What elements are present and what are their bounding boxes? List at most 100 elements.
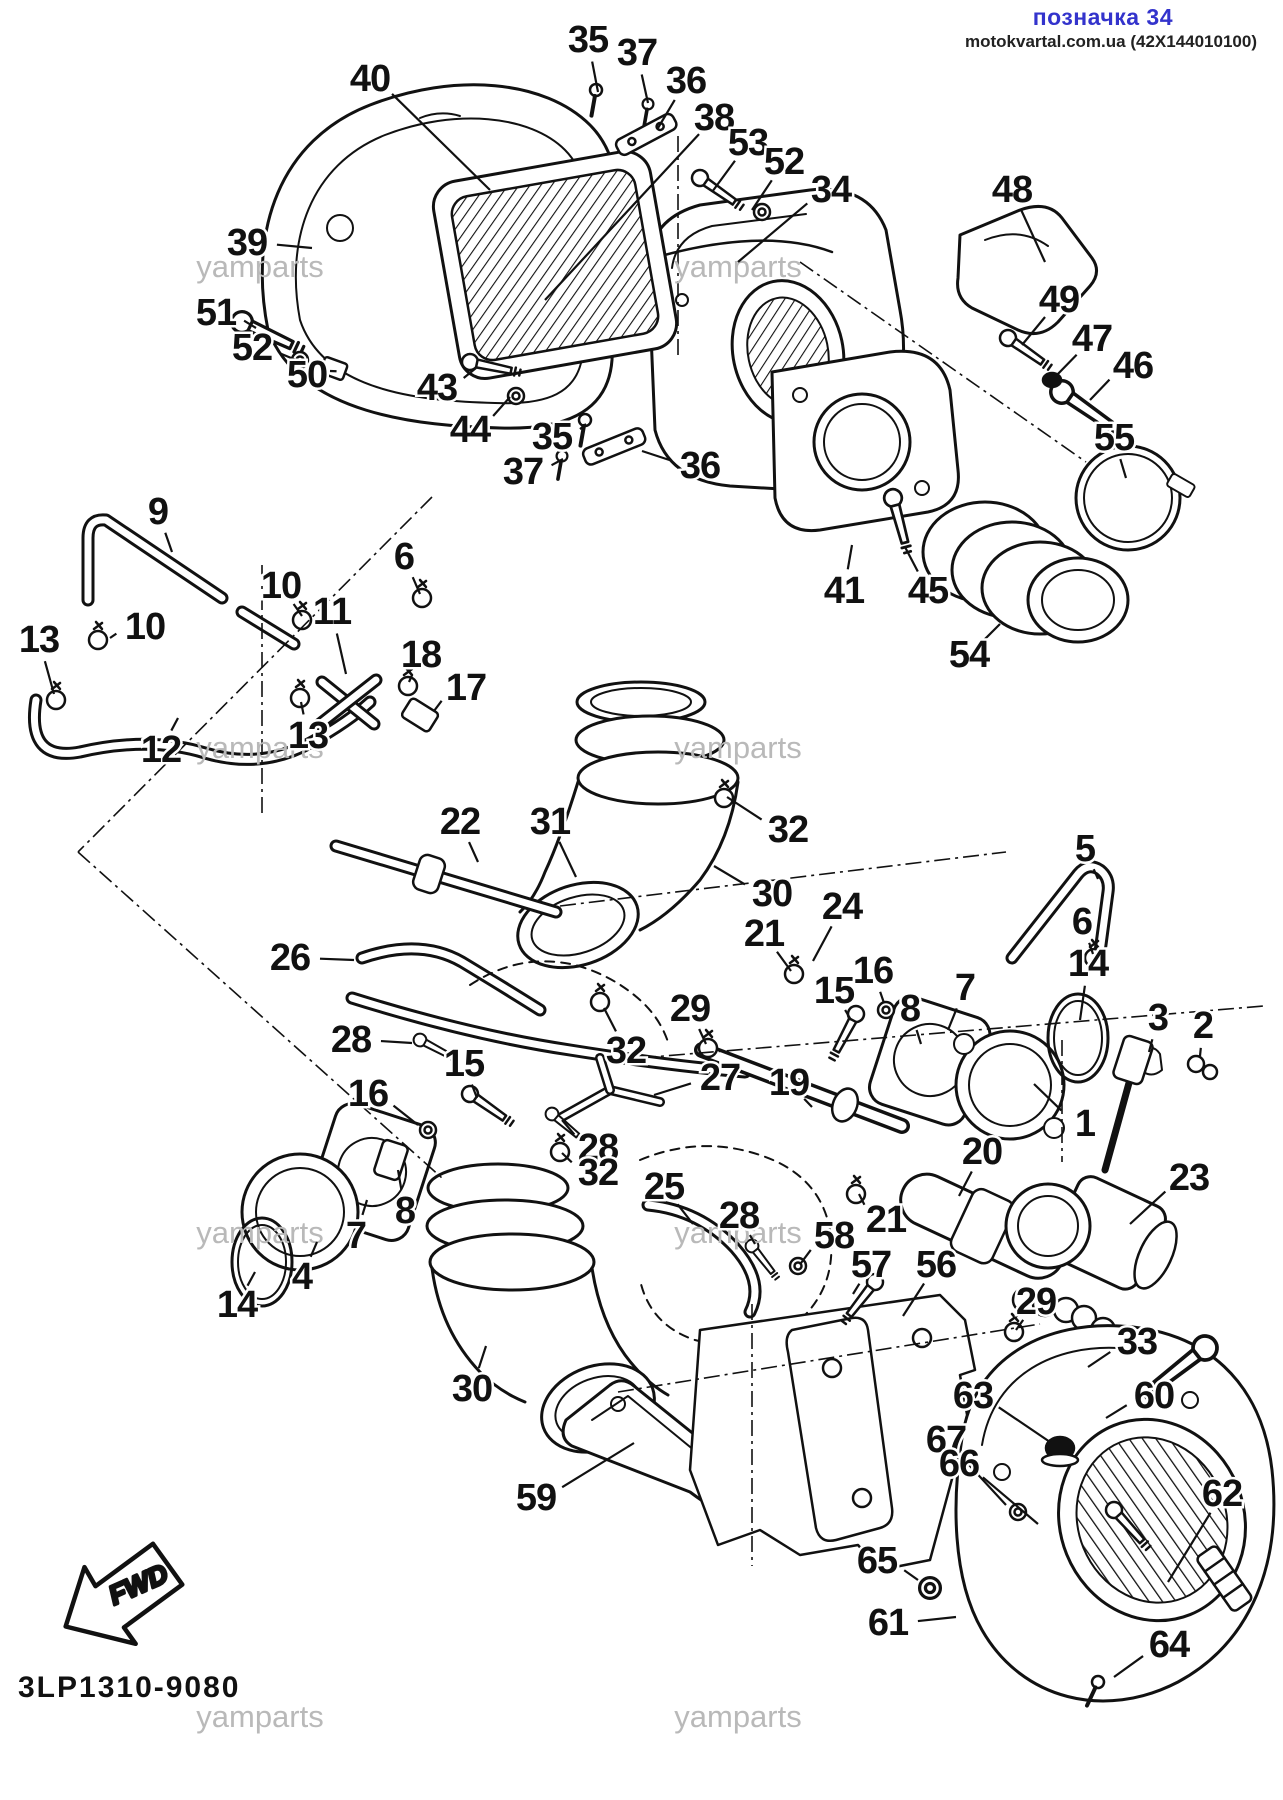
backing-plates bbox=[688, 1293, 977, 1572]
leader-line-6 bbox=[1088, 942, 1095, 955]
leader-line-8 bbox=[915, 1029, 923, 1045]
leader-line-32 bbox=[726, 796, 763, 821]
strip-36b bbox=[581, 427, 647, 466]
part-callout-41: 41 bbox=[824, 570, 865, 612]
leader-line-46 bbox=[1089, 378, 1111, 401]
chain-line bbox=[559, 851, 1007, 907]
leader-line-29 bbox=[1015, 1319, 1025, 1331]
leader-line-33 bbox=[1087, 1351, 1111, 1368]
leader-line-56 bbox=[902, 1282, 925, 1317]
leader-line-24 bbox=[812, 925, 833, 962]
clamp-21a bbox=[783, 954, 805, 985]
part-callout-40: 40 bbox=[350, 58, 390, 100]
leader-line-60 bbox=[1105, 1404, 1128, 1419]
part-callout-32: 32 bbox=[578, 1152, 618, 1194]
leader-line-51 bbox=[243, 319, 257, 329]
part-callout-9: 9 bbox=[148, 491, 168, 533]
carb-joint-left bbox=[230, 1152, 360, 1308]
joint-pipe-19 bbox=[694, 1042, 910, 1134]
chain-line bbox=[617, 1323, 1041, 1393]
part-callout-58: 58 bbox=[814, 1215, 854, 1257]
part-callout-12: 12 bbox=[141, 729, 181, 771]
leader-line-26 bbox=[319, 957, 355, 962]
part-callout-33: 33 bbox=[1117, 1321, 1157, 1363]
part-callout-10: 10 bbox=[261, 565, 301, 607]
leader-line-10 bbox=[109, 632, 118, 639]
leader-line-34 bbox=[737, 202, 808, 263]
part-callout-29: 29 bbox=[1016, 1281, 1056, 1323]
leader-line-20 bbox=[958, 1170, 973, 1197]
nut-44 bbox=[506, 386, 526, 406]
leader-line-65 bbox=[903, 1569, 919, 1581]
leader-line-2 bbox=[1198, 1047, 1202, 1057]
leader-line-52 bbox=[751, 179, 773, 211]
part-callout-61: 61 bbox=[868, 1602, 909, 1644]
leader-line-35 bbox=[579, 423, 587, 430]
leader-line-5 bbox=[1092, 868, 1100, 880]
part-callout-63: 63 bbox=[953, 1375, 993, 1417]
chain-line bbox=[639, 1005, 1265, 1059]
leader-line-30 bbox=[477, 1345, 488, 1369]
part-callout-67: 67 bbox=[926, 1419, 966, 1461]
part-callout-13: 13 bbox=[288, 715, 328, 757]
leader-line-44 bbox=[492, 396, 511, 417]
leader-line-11 bbox=[335, 633, 348, 675]
watermark-text: yamparts bbox=[674, 249, 801, 284]
clamp-13b bbox=[289, 678, 311, 709]
part-callout-23: 23 bbox=[1169, 1157, 1209, 1199]
watermark-text: yamparts bbox=[196, 730, 323, 765]
watermark-text: yamparts bbox=[674, 1699, 801, 1734]
leader-line-19 bbox=[803, 1098, 813, 1108]
part-callout-6: 6 bbox=[394, 536, 414, 578]
leader-line-28 bbox=[380, 1039, 413, 1045]
part-callout-36: 36 bbox=[666, 60, 706, 102]
part-callout-5: 5 bbox=[1075, 828, 1096, 870]
leader-line-8 bbox=[396, 1169, 403, 1190]
part-callout-14: 14 bbox=[1068, 943, 1109, 985]
part-callout-2: 2 bbox=[1193, 1005, 1213, 1047]
intake-boot bbox=[921, 500, 1130, 644]
leader-line-21 bbox=[776, 951, 792, 972]
leader-line-6 bbox=[411, 576, 422, 595]
leader-line-4 bbox=[309, 1241, 319, 1258]
part-callout-50: 50 bbox=[287, 354, 327, 396]
leader-line-45 bbox=[904, 546, 919, 573]
leader-line-35 bbox=[591, 61, 600, 93]
leader-line-32 bbox=[561, 1152, 573, 1164]
part-callout-11: 11 bbox=[313, 591, 352, 633]
leader-line-39 bbox=[276, 243, 313, 250]
leader-line-16 bbox=[392, 1104, 419, 1126]
leader-line-28 bbox=[561, 1119, 576, 1136]
spacer-50 bbox=[319, 355, 349, 381]
nut-16b bbox=[418, 1120, 438, 1140]
part-callout-62: 62 bbox=[1202, 1473, 1242, 1515]
leader-line-59 bbox=[561, 1442, 635, 1489]
cap-nut-63-flange bbox=[1040, 1452, 1080, 1468]
part-callout-21: 21 bbox=[744, 913, 785, 955]
leader-line-37 bbox=[551, 458, 564, 467]
part-callout-13: 13 bbox=[19, 619, 59, 661]
leader-line-30 bbox=[713, 865, 746, 886]
part-callout-60: 60 bbox=[1134, 1375, 1174, 1417]
watermark-text: yamparts bbox=[196, 249, 323, 284]
part-callout-15: 15 bbox=[814, 970, 855, 1012]
breather-hoses bbox=[27, 513, 440, 766]
part-callout-35: 35 bbox=[532, 416, 573, 458]
part-callout-32: 32 bbox=[606, 1030, 646, 1072]
part-callout-16: 16 bbox=[348, 1073, 388, 1115]
leader-line-7 bbox=[361, 1199, 369, 1216]
part-callout-48: 48 bbox=[992, 169, 1032, 211]
leader-line-54 bbox=[983, 623, 1001, 641]
carb-joint-right bbox=[953, 992, 1219, 1141]
vent-hoses bbox=[345, 860, 1115, 1319]
leader-line-49 bbox=[1021, 316, 1046, 346]
part-callout-3: 3 bbox=[1148, 997, 1168, 1039]
leader-line-16 bbox=[879, 991, 886, 1004]
part-callout-52: 52 bbox=[232, 327, 272, 369]
part-callout-55: 55 bbox=[1094, 417, 1135, 459]
page-mark-label: позначка 34 bbox=[1032, 4, 1173, 30]
part-callout-16: 16 bbox=[853, 950, 893, 992]
cover-emblem-62 bbox=[1196, 1545, 1253, 1612]
